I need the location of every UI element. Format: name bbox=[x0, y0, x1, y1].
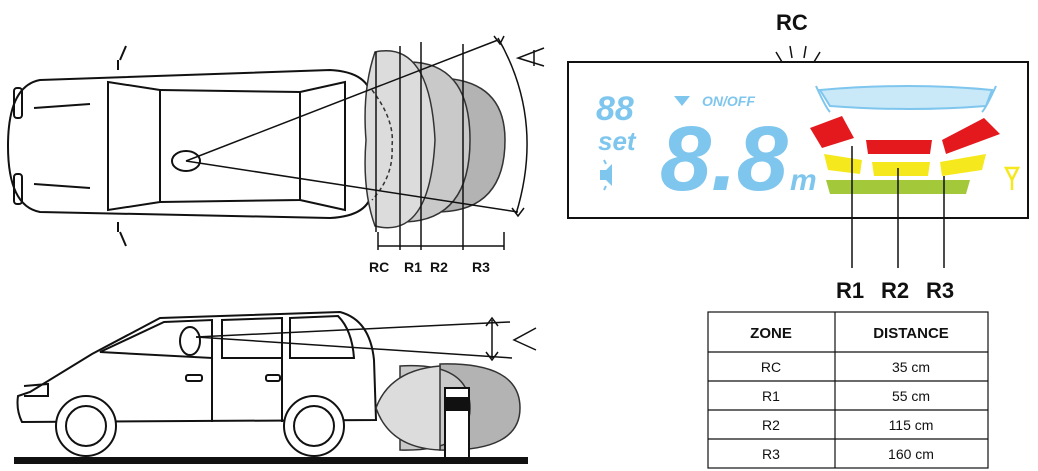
table-cell-distance: 160 cm bbox=[888, 446, 934, 462]
top-view-zone-labels: RC R1 R2 R3 bbox=[369, 259, 490, 275]
unit-label: m bbox=[790, 164, 817, 197]
table-cell-distance: 115 cm bbox=[889, 417, 934, 433]
top-label-r2: R2 bbox=[430, 259, 448, 275]
onoff-label: ON/OFF bbox=[702, 93, 755, 109]
sensor-zones-top bbox=[364, 50, 506, 229]
table-cell-zone: R1 bbox=[762, 388, 780, 404]
table-cell-zone: R2 bbox=[762, 417, 780, 433]
parking-post bbox=[444, 387, 470, 459]
car-side-view bbox=[14, 310, 528, 464]
range-labels: R1 R2 R3 bbox=[836, 278, 954, 303]
top-label-r1: R1 bbox=[404, 259, 422, 275]
range-label-r3: R3 bbox=[926, 278, 954, 303]
table-cell-distance: 35 cm bbox=[892, 359, 930, 375]
big-digits: 8.8 bbox=[660, 108, 789, 210]
table-header-distance: DISTANCE bbox=[873, 325, 949, 342]
speaker-icon bbox=[600, 159, 612, 191]
distance-bars bbox=[810, 85, 1021, 194]
car-top-view bbox=[6, 45, 373, 247]
set-label: set bbox=[598, 126, 637, 156]
table-header-zone: ZONE bbox=[750, 325, 792, 342]
table-cell-distance: 55 cm bbox=[892, 388, 930, 404]
sensor-cone-lines bbox=[185, 35, 545, 250]
range-label-r2: R2 bbox=[881, 278, 909, 303]
table-cell-zone: R3 bbox=[762, 446, 780, 462]
antenna-icon bbox=[1003, 166, 1021, 190]
rc-title: RC bbox=[776, 10, 808, 35]
table-text: ZONE DISTANCE RC 35 cm R1 55 cm R2 115 c… bbox=[750, 325, 949, 462]
top-label-rc: RC bbox=[369, 259, 389, 275]
range-pointer-lines bbox=[851, 146, 945, 268]
small-digits: 88 bbox=[596, 90, 634, 128]
zone-distance-table bbox=[707, 311, 989, 469]
table-cell-zone: RC bbox=[761, 359, 781, 375]
lcd-segments: 88 ON/OFF set 8.8 m bbox=[596, 90, 817, 210]
side-cone-lines bbox=[195, 316, 537, 362]
range-label-r1: R1 bbox=[836, 278, 864, 303]
top-label-r3: R3 bbox=[472, 259, 490, 275]
down-arrow-icon bbox=[674, 96, 690, 106]
